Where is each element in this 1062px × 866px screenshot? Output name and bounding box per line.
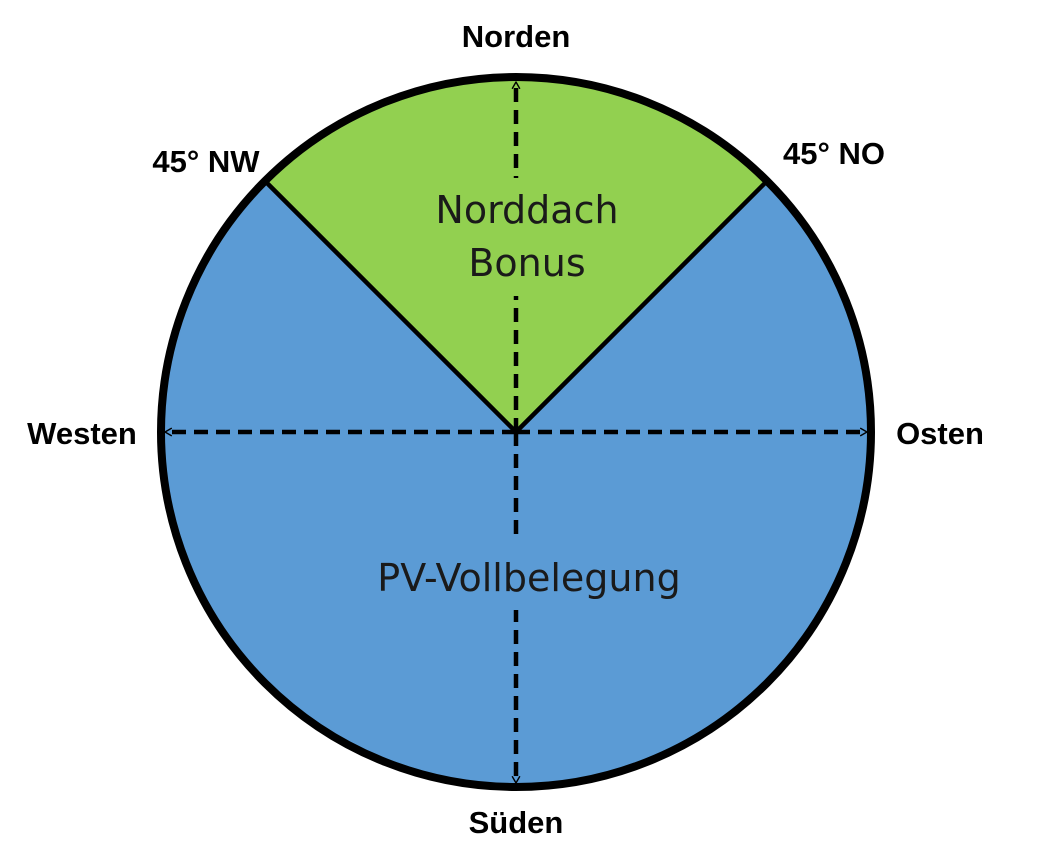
north-label-backdrop xyxy=(470,178,562,296)
compass-circle-outline xyxy=(157,73,875,791)
main-sector-label: PV-Vollbelegung xyxy=(377,556,680,600)
north-sector-label-line2: Bonus xyxy=(468,241,585,285)
north-sector-label-line1: Norddach xyxy=(435,188,618,232)
label-northeast-45: 45° NO xyxy=(783,136,885,171)
label-east: Osten xyxy=(896,416,984,451)
label-west: Westen xyxy=(27,416,137,451)
label-north: Norden xyxy=(462,19,571,54)
label-northwest-45: 45° NW xyxy=(152,144,260,179)
main-label-backdrop xyxy=(495,542,537,610)
label-south: Süden xyxy=(469,805,564,840)
